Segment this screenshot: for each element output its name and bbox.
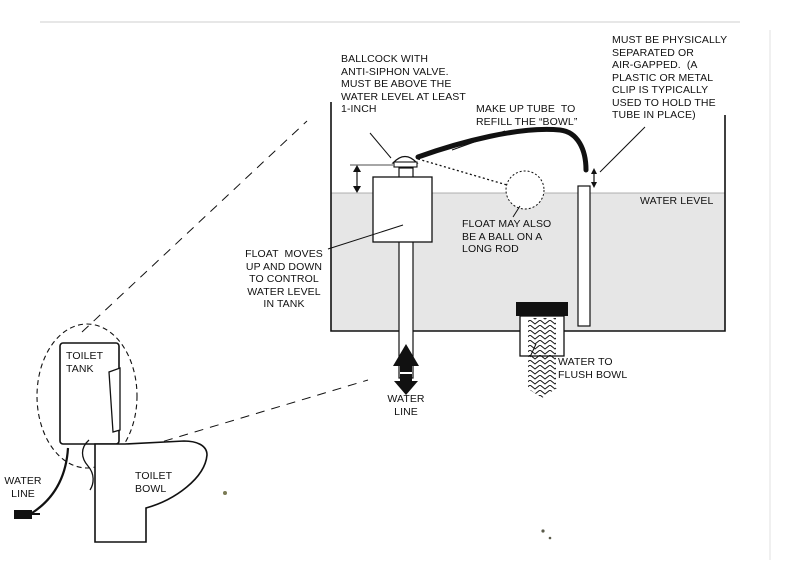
ballcock-leader <box>369 132 392 159</box>
tank-callout-ellipse <box>36 323 138 469</box>
scan-speck <box>223 491 227 495</box>
ballcock-height-arrowhead-down <box>353 186 361 193</box>
ball-float-outline <box>505 170 545 210</box>
flush-chevrons <box>528 318 556 388</box>
water-line-center-label: WATER LINE <box>387 393 425 418</box>
ballcock-valve-base <box>393 161 418 168</box>
float-cup <box>372 176 433 243</box>
flush-valve <box>516 302 568 398</box>
water-level-label: WATER LEVEL <box>640 195 714 207</box>
air-gap-leader <box>599 126 646 173</box>
supply-hose <box>31 447 70 514</box>
float-ball-leader <box>512 205 521 218</box>
projection-line-lower <box>117 379 369 456</box>
toilet-lid <box>108 367 121 433</box>
flush-valve-flapper <box>516 302 568 316</box>
water-in-arrow-down <box>394 374 418 395</box>
overflow-tube <box>577 185 591 327</box>
supply-valve-body <box>14 510 32 519</box>
makeup-tube <box>415 126 589 173</box>
toilet-bowl-label: TOILET BOWL <box>135 470 173 495</box>
float-ball-label: FLOAT MAY ALSO BE A BALL ON A LONG ROD <box>462 218 552 255</box>
makeup-tube-label: MAKE UP TUBE TO REFILL THE “BOWL” <box>476 103 578 128</box>
toilet-trap-curve <box>81 439 94 491</box>
projection-lines <box>81 120 369 456</box>
toilet-illustration <box>14 323 208 543</box>
ballcock-height-arrowhead-up <box>353 165 361 172</box>
projection-line-upper <box>81 120 308 333</box>
water-line-left-label: WATER LINE <box>4 475 42 500</box>
fill-valve <box>350 155 433 379</box>
air-gap-arrowhead-down <box>591 182 597 188</box>
ballcock-label: BALLCOCK WITH ANTI-SIPHON VALVE. MUST BE… <box>341 53 466 115</box>
toilet-bowl-body <box>94 440 208 543</box>
toilet-tank-label: TOILET TANK <box>66 350 104 375</box>
water-in-arrow-up <box>393 344 419 372</box>
scan-speck <box>541 529 545 533</box>
scan-speck <box>548 536 552 540</box>
float-moves-label: FLOAT MOVES UP AND DOWN TO CONTROL WATER… <box>245 248 323 310</box>
flush-leader <box>529 343 537 358</box>
water-to-flush-label: WATER TO FLUSH BOWL <box>558 356 628 381</box>
flush-arrow-tip <box>527 388 557 398</box>
air-gap-arrowhead-up <box>591 168 597 174</box>
float-moves-leader <box>327 224 404 250</box>
makeup-tube-leader <box>451 130 506 151</box>
air-gap-label: MUST BE PHYSICALLY SEPARATED OR AIR-GAPP… <box>612 34 728 121</box>
ball-float-rod <box>417 158 508 186</box>
leader-lines <box>327 126 646 358</box>
water-line-arrows <box>393 344 419 395</box>
